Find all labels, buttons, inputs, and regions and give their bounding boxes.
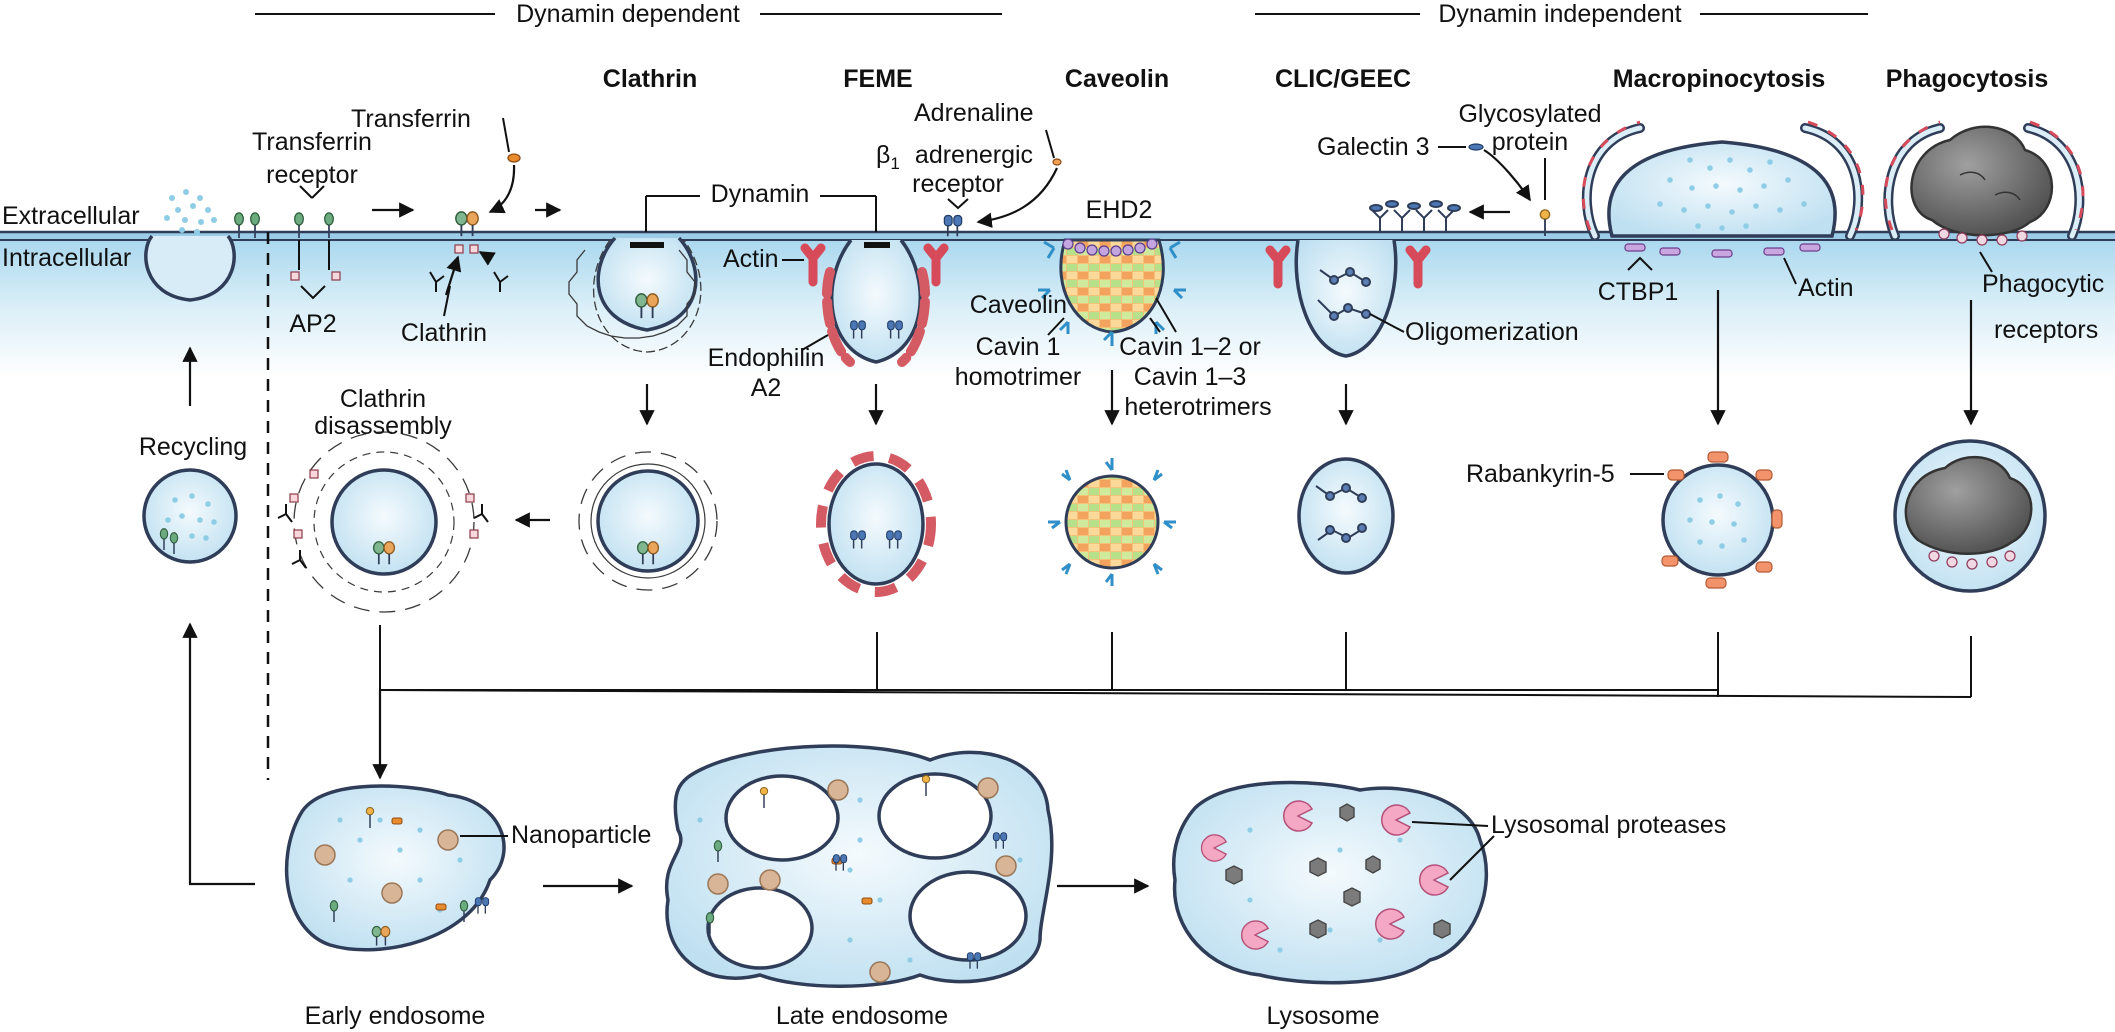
feme-vesicle [816, 451, 936, 597]
endophilin-label-2: A2 [751, 374, 782, 402]
beta-label: β1 [876, 141, 900, 173]
cavin-het-label-3: heterotrimers [1124, 393, 1271, 421]
intracellular-label: Intracellular [2, 244, 131, 272]
transferrin-label: Transferrin [351, 105, 471, 133]
clathrin-pit [568, 236, 702, 353]
header-dynamin-dependent: Dynamin dependent [255, 0, 1002, 28]
adrenergic-label-1: adrenergic [915, 141, 1033, 169]
early-endosome-label: Early endosome [305, 1002, 486, 1030]
ap2-label: AP2 [289, 310, 336, 338]
rabankyrin-label: Rabankyrin-5 [1466, 460, 1615, 488]
caveolin-title: Caveolin [1065, 65, 1169, 93]
recycling-label: Recycling [139, 433, 247, 461]
phagocytic-receptors-label-2: receptors [1994, 316, 2098, 344]
dynamin-dependent-label: Dynamin dependent [516, 0, 740, 28]
dynamin-label: Dynamin [711, 180, 810, 208]
converging-lines [372, 625, 1972, 780]
galectin-lattice [1369, 200, 1461, 232]
recycling-vesicle [142, 468, 238, 564]
clathrin-title: Clathrin [603, 65, 697, 93]
late-endosome [664, 744, 1054, 988]
cavin1-label-1: Cavin 1 [976, 333, 1061, 361]
caveolin-vesicle [1048, 458, 1176, 586]
late-endosome-label: Late endosome [776, 1002, 948, 1030]
early-endosome [284, 784, 506, 952]
cavin-het-label-1: Cavin 1–2 or [1119, 333, 1261, 361]
arrow-recycle-path [182, 622, 255, 886]
macropinosome [1661, 451, 1783, 589]
feme-pit [800, 238, 949, 367]
clathrin-disassembly-label-2: disassembly [314, 412, 452, 440]
phagocytic-receptors-label-1: Phagocytic [1982, 270, 2104, 298]
lysosomal-proteases-label: Lysosomal proteases [1491, 811, 1726, 839]
glyco-label-2: protein [1492, 128, 1568, 156]
header-dynamin-independent: Dynamin independent [1255, 0, 1868, 28]
adrenaline-label: Adrenaline [914, 99, 1034, 127]
ehd2-label: EHD2 [1086, 196, 1153, 224]
cavin-het-label-2: Cavin 1–3 [1134, 363, 1247, 391]
phagocytosis-cup [1883, 120, 2085, 246]
actin-feme-label: Actin [723, 245, 779, 273]
clathrin-disassembly-label-1: Clathrin [340, 385, 426, 413]
recycling-pit [144, 189, 236, 302]
caveolin-protein-label: Caveolin [970, 291, 1067, 319]
clic-geec-pit [1265, 239, 1431, 358]
macropinocytosis-cup [1581, 120, 1865, 258]
oligomerization-label: Oligomerization [1405, 318, 1579, 346]
actin-macro-label: Actin [1798, 274, 1854, 302]
phagosome [1893, 439, 2047, 593]
lysosome-label: Lysosome [1266, 1002, 1379, 1030]
nanoparticle-label: Nanoparticle [511, 821, 651, 849]
adrenergic-label-2: receptor [912, 170, 1004, 198]
clathrin-adaptor-label: Clathrin [401, 319, 487, 347]
macropinocytosis-title: Macropinocytosis [1613, 65, 1826, 93]
clathrin-disassembly-vesicle [277, 431, 489, 613]
feme-title: FEME [843, 65, 912, 93]
phagocytosis-title: Phagocytosis [1886, 65, 2049, 93]
lysosome [1172, 780, 1489, 985]
cavin1-label-2: homotrimer [955, 363, 1081, 391]
clic-vesicle [1297, 457, 1395, 575]
transferrin-receptor-label-2: receptor [266, 161, 358, 189]
clathrin-coated-vesicle [578, 451, 718, 591]
clic-geec-title: CLIC/GEEC [1275, 65, 1411, 93]
cytoplasm-band [0, 238, 2115, 378]
ctbp1-label: CTBP1 [1598, 278, 1679, 306]
dynamin-independent-label: Dynamin independent [1438, 0, 1681, 28]
galectin-label: Galectin 3 [1317, 133, 1430, 161]
extracellular-label: Extracellular [2, 202, 140, 230]
plasma-membrane [0, 232, 2115, 240]
glyco-label-1: Glycosylated [1458, 100, 1601, 128]
caveolin-pit [1038, 238, 1186, 346]
transferrin-receptor-label-1: Transferrin [252, 128, 372, 156]
